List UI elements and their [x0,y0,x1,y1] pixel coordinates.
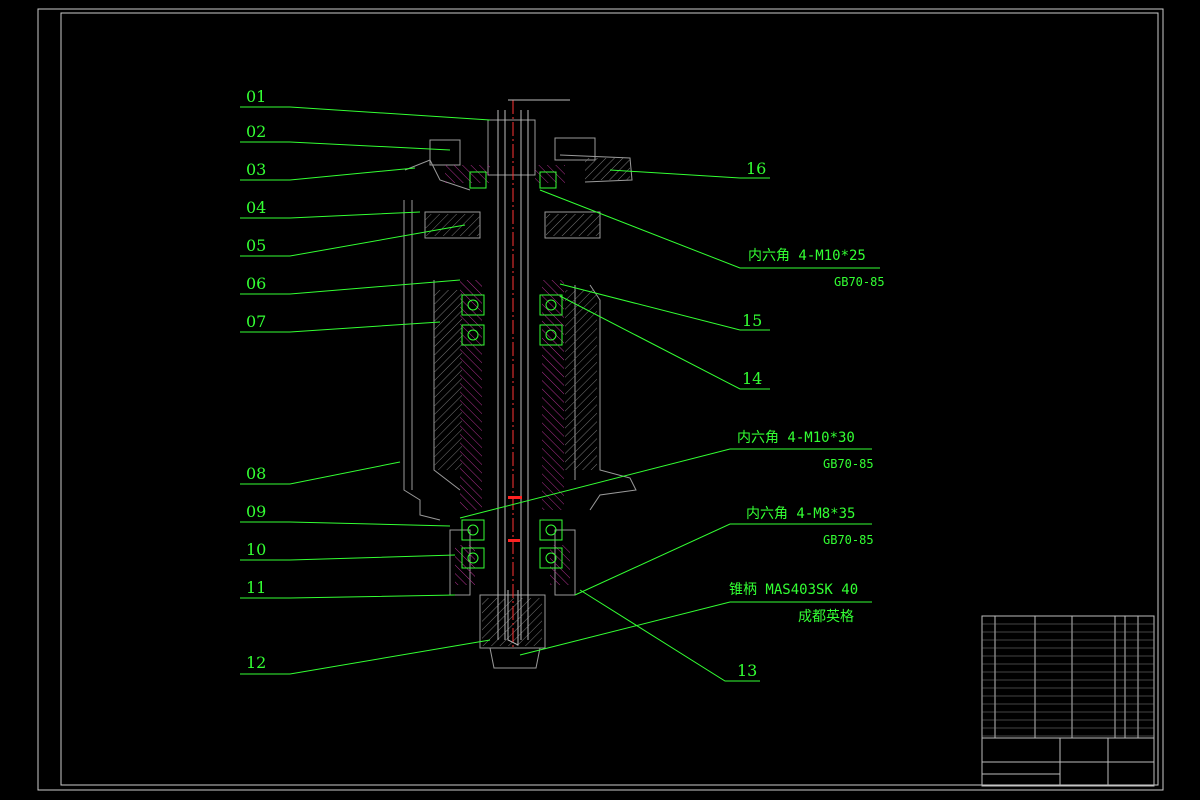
outer-border [37,8,1164,791]
part-label-06: 06 [246,274,267,293]
part-label-01: 01 [246,87,267,106]
part-label-02: 02 [246,122,267,141]
part-label-04: 04 [246,198,267,217]
part-label-07: 07 [246,312,267,331]
bearings [461,171,563,569]
part-label-08: 08 [246,464,267,483]
part-label-13: 13 [737,661,758,680]
red-marks [508,496,522,542]
bolt-standard-3: GB70-85 [823,533,874,547]
part-label-03: 03 [246,160,267,179]
bolt-annotation-2: 内六角 4-M10*30 [737,430,855,446]
spindle-shaft [497,99,570,650]
bolt-annotation-3: 内六角 4-M8*35 [746,506,856,522]
supplier-annotation: 成都英格 [798,609,854,625]
part-label-10: 10 [246,540,267,559]
title-block [981,615,1155,787]
part-label-12: 12 [246,653,267,672]
title-block-rows [982,623,1154,737]
part-label-05: 05 [246,236,267,255]
part-label-09: 09 [246,502,267,521]
bolt-standard-2: GB70-85 [823,457,874,471]
inner-border [60,12,1159,786]
leader-lines [240,106,880,682]
part-label-14: 14 [742,369,763,388]
taper-annotation: 锥柄 MAS403SK 40 [729,582,859,598]
hatched-sections [425,158,630,646]
part-label-16: 16 [746,159,767,178]
part-label-15: 15 [742,311,763,330]
bolt-standard-1: GB70-85 [834,275,885,289]
bolt-annotation-1: 内六角 4-M10*25 [748,248,866,264]
part-label-11: 11 [246,578,267,597]
